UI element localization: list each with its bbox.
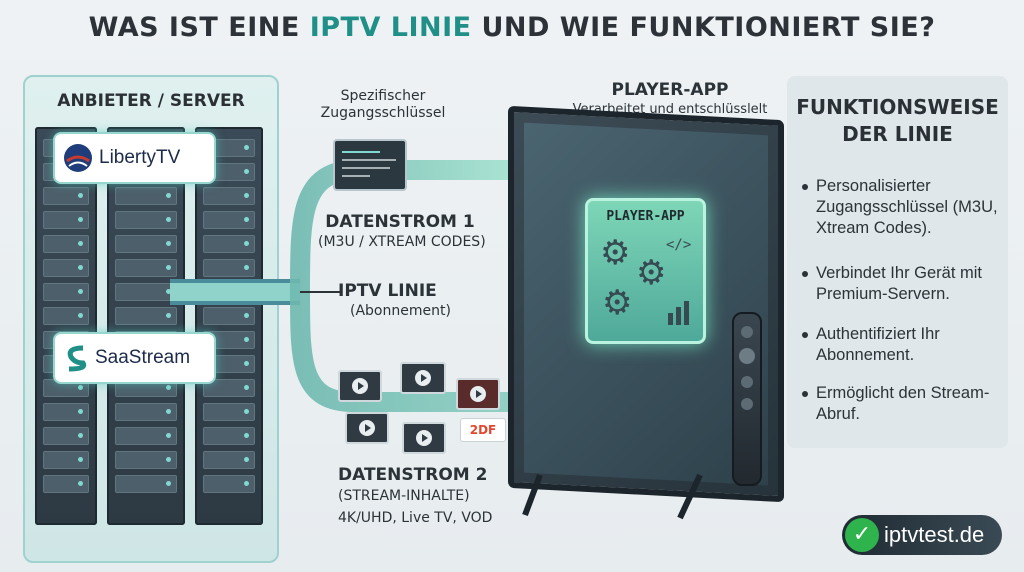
page-title: WAS IST EINE IPTV LINIE UND WIE FUNKTION… [0,12,1024,43]
video-thumbnail [402,422,446,454]
video-thumbnail [345,412,389,444]
info-panel: FUNKTIONSWEISE DER LINIE [787,76,1008,448]
access-key-label: Spezifischer Zugangsschlüssel [320,88,446,121]
brand-card-libertytv: LibertyTV [53,132,216,184]
play-icon [415,370,431,386]
play-icon [352,378,368,394]
gear-icon: ⚙ [636,253,667,293]
info-bullet: Verbindet Ihr Gerät mit Premium-Servern. [800,263,1000,305]
info-panel-title: FUNKTIONSWEISE DER LINIE [787,94,1008,148]
video-thumbnail [400,362,446,394]
gear-icon: ⚙ [600,233,631,273]
brand-name: SaaStream [95,347,191,368]
checkmark-icon: ✓ [845,518,879,552]
libertytv-logo-icon [64,144,92,172]
info-bullet: Personalisierter Zugangsschlüssel (M3U, … [800,176,1000,239]
video-thumbnail [456,378,500,410]
site-logo-text: iptvtest.de [884,522,985,547]
brand-card-saastream: SaaStream [53,332,216,384]
info-panel-title-text: FUNKTIONSWEISE DER LINIE [796,95,999,146]
iptv-line-title: IPTV LINIE [338,281,437,301]
iptv-line-subtitle: (Abonnement) [350,303,451,319]
title-part2: UND WIE FUNKTIONIERT SIE? [471,12,936,43]
title-part1: WAS IST EINE [88,12,310,43]
server-rack [195,127,263,525]
play-icon [416,430,432,446]
player-app-card-label: PLAYER-APP [606,209,685,224]
play-icon [470,386,486,402]
video-thumbnail [338,370,382,402]
datastream1-title: DATENSTROM 1 [325,212,475,232]
site-logo: ✓ iptvtest.de [842,515,1002,555]
bar-chart-icon [668,301,689,325]
access-key-window [333,139,407,191]
player-app-title: PLAYER-APP [611,80,729,100]
channel-logo-2df: 2DF [460,418,506,442]
code-icon: </> [666,237,692,253]
datastream2-title: DATENSTROM 2 [338,465,488,485]
datastream1-subtitle: (M3U / XTREAM CODES) [318,234,486,250]
remote-control [732,312,762,486]
saastream-logo-icon [67,345,87,372]
player-app-card: PLAYER-APP ⚙ ⚙ ⚙ </> [585,198,706,344]
info-bullet: Ermöglicht den Stream-Abruf. [800,383,1000,425]
tv-stand [522,473,703,520]
brand-name: LibertyTV [99,147,181,168]
info-bullet: Authentifiziert Ihr Abonnement. [800,324,1000,366]
title-accent: IPTV LINIE [309,12,472,43]
server-panel-title: ANBIETER / SERVER [57,91,245,111]
datastream2-detail: 4K/UHD, Live TV, VOD [338,510,493,526]
gear-icon: ⚙ [602,283,633,323]
datastream2-subtitle: (STREAM-INHALTE) [338,488,470,504]
play-icon [359,420,375,436]
